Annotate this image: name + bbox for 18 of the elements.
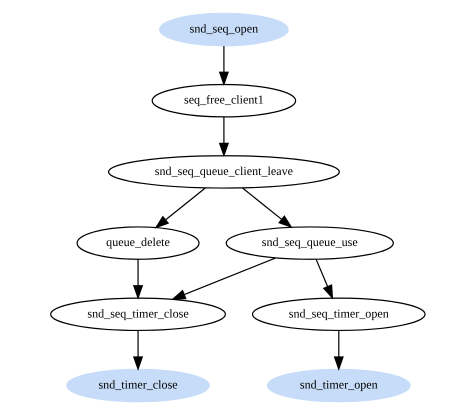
arrow xyxy=(154,188,206,229)
arrow xyxy=(132,260,143,300)
arrow xyxy=(333,330,344,371)
arrow xyxy=(315,259,333,300)
node-ellipse: snd_timer_open xyxy=(266,368,410,402)
arrow xyxy=(218,46,228,86)
arrow xyxy=(132,330,143,371)
node-ellipse: snd_seq_timer_close xyxy=(50,298,226,332)
node-ellipse: snd_seq_queue_use xyxy=(225,226,394,260)
arrow xyxy=(218,117,228,158)
node-ellipse: seq_free_client1 xyxy=(151,84,296,118)
node-ellipse: snd_seq_timer_open xyxy=(251,298,426,332)
node-ellipse: snd_seq_open xyxy=(158,12,288,46)
arrow xyxy=(242,188,292,228)
arrow xyxy=(170,258,276,300)
node-ellipse: snd_seq_queue_client_leave xyxy=(107,155,340,189)
node-ellipse: snd_timer_close xyxy=(66,368,210,402)
node-ellipse: queue_delete xyxy=(76,226,200,260)
